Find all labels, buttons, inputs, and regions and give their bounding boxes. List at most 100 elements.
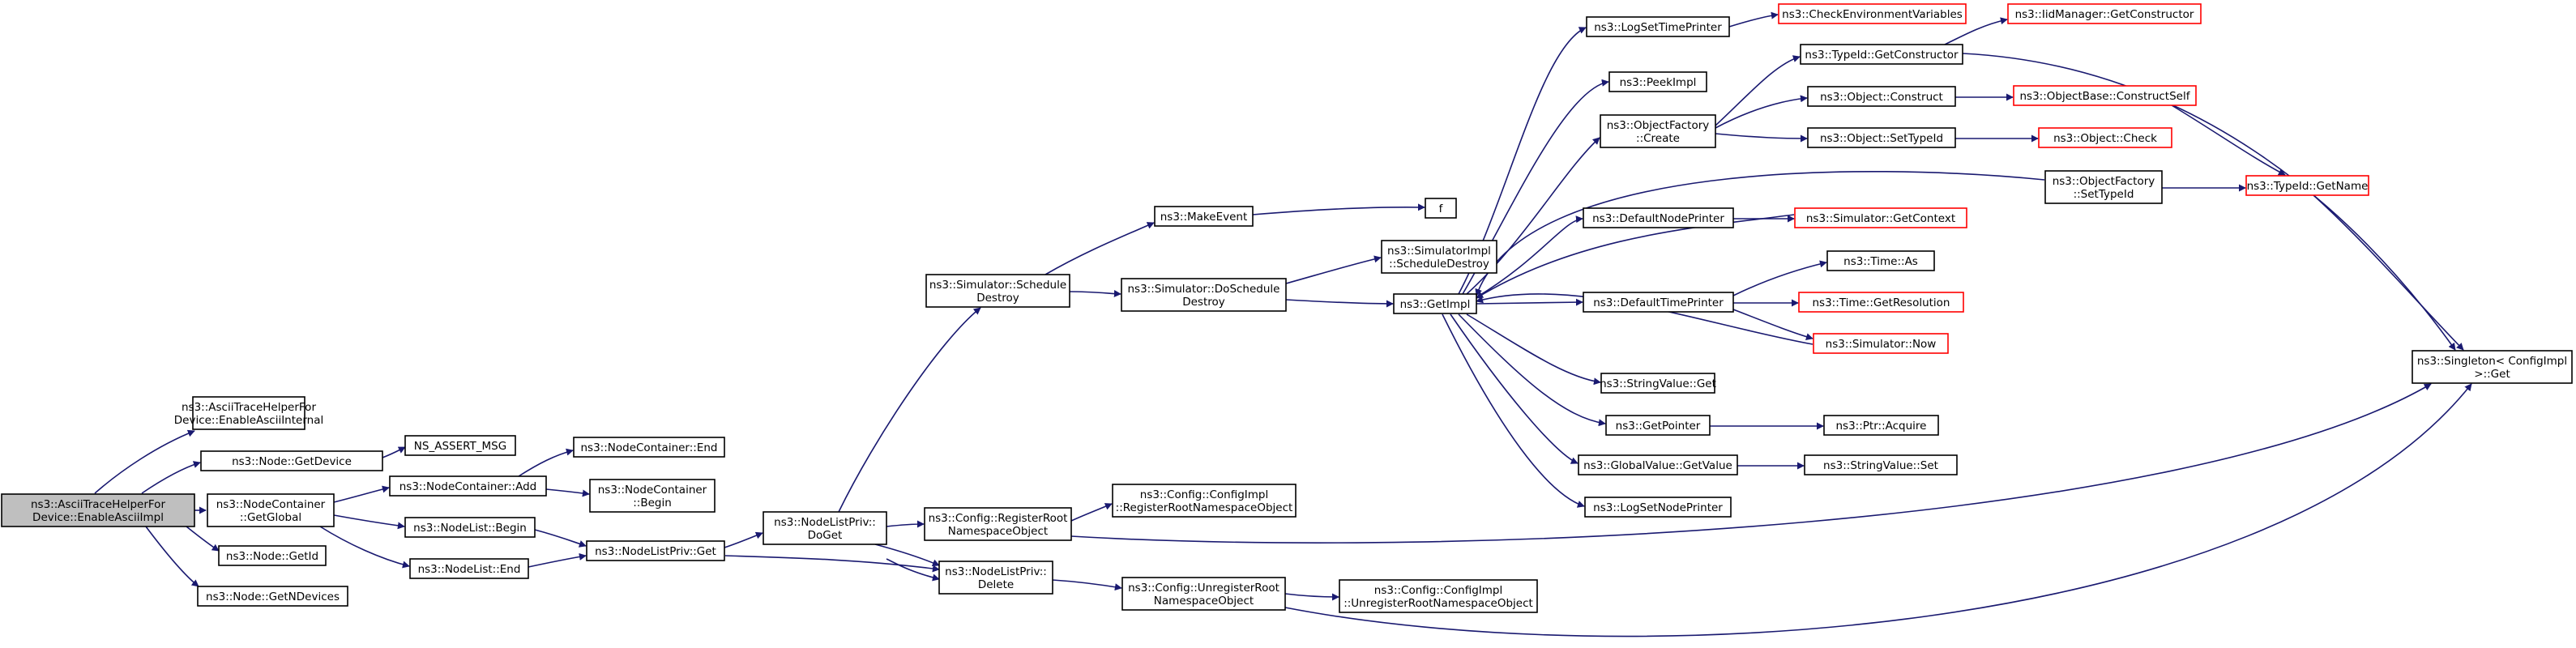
node-label: ::GetGlobal: [240, 511, 301, 524]
edge-cfgreg-singleton: [1070, 383, 2432, 544]
node-box: [404, 435, 516, 456]
node-strset[interactable]: ns3::StringValue::Set: [1804, 454, 1958, 475]
node-ofsettype[interactable]: ns3::ObjectFactory::SetTypeId: [2044, 170, 2163, 204]
node-box: [2038, 127, 2172, 148]
node-nlpdoget[interactable]: ns3::NodeListPriv::DoGet: [763, 511, 887, 545]
node-tidgetctor[interactable]: ns3::TypeId::GetConstructor: [1800, 44, 1963, 65]
node-cfgimplreg[interactable]: ns3::Config::ConfigImpl::RegisterRootNam…: [1112, 484, 1297, 518]
node-simimplsched[interactable]: ns3::SimulatorImpl::ScheduleDestroy: [1381, 240, 1497, 274]
node-label: ns3::Config::RegisterRoot: [929, 512, 1068, 525]
node-timeas[interactable]: ns3::Time::As: [1826, 250, 1935, 271]
node-objconstruct[interactable]: ns3::Object::Construct: [1807, 86, 1956, 107]
edge-ofcreate-objsettype: [1715, 133, 1808, 143]
node-nlpget[interactable]: ns3::NodeListPriv::Get: [586, 540, 725, 561]
node-getpointer[interactable]: ns3::GetPointer: [1605, 415, 1711, 436]
edge-ofcreate-objconstruct: [1715, 95, 1808, 129]
node-getid[interactable]: ns3::Node::GetId: [218, 545, 327, 566]
node-label: ns3::Singleton< ConfigImpl: [2417, 355, 2567, 368]
node-defnode[interactable]: ns3::DefaultNodePrinter: [1583, 207, 1734, 228]
node-box: [197, 586, 348, 607]
node-peekimpl[interactable]: ns3::PeekImpl: [1608, 71, 1707, 92]
node-label: ns3::IidManager::GetConstructor: [2015, 8, 2194, 21]
node-label: ::Create: [1636, 132, 1680, 145]
node-nlbegin[interactable]: ns3::NodeList::Begin: [404, 517, 536, 538]
node-objsettype[interactable]: ns3::Object::SetTypeId: [1807, 127, 1956, 148]
node-box: [2013, 85, 2197, 106]
node-box: [1121, 577, 1286, 611]
node-label: ns3::LogSetNodePrinter: [1593, 501, 1723, 514]
node-box: [200, 450, 383, 471]
node-nlpdelete[interactable]: ns3::NodeListPriv::Delete: [938, 561, 1053, 595]
node-deftime[interactable]: ns3::DefaultTimePrinter: [1583, 292, 1734, 313]
node-label: ns3::ObjectFactory: [1607, 119, 1710, 132]
edge-ncglobal-ncadd: [333, 485, 390, 503]
node-getndev[interactable]: ns3::Node::GetNDevices: [197, 586, 348, 607]
node-objbaseself[interactable]: ns3::ObjectBase::ConstructSelf: [2013, 85, 2197, 106]
node-label: ns3::SimulatorImpl: [1387, 245, 1491, 258]
node-box: [1583, 207, 1734, 228]
node-box: [1578, 454, 1738, 475]
node-f[interactable]: f: [1425, 198, 1457, 219]
node-label: ns3::NodeList::Begin: [413, 522, 527, 535]
node-logsettime[interactable]: ns3::LogSetTimePrinter: [1586, 16, 1730, 37]
node-label: ns3::ObjectBase::ConstructSelf: [2020, 90, 2191, 103]
edge-doget-simsched: [838, 307, 981, 513]
node-box: [1794, 207, 1967, 228]
node-makeevent[interactable]: ns3::MakeEvent: [1154, 206, 1254, 227]
node-simnow[interactable]: ns3::Simulator::Now: [1813, 333, 1949, 354]
node-box: [1584, 497, 1732, 518]
node-ncbegin[interactable]: ns3::NodeContainer::Begin: [589, 479, 716, 513]
node-label: ns3::NodeContainer::End: [581, 441, 718, 454]
node-box: [207, 493, 335, 527]
node-label: NamespaceObject: [1154, 595, 1254, 608]
node-gvget[interactable]: ns3::GlobalValue::GetValue: [1578, 454, 1738, 475]
node-ncglobal[interactable]: ns3::NodeContainer::GetGlobal: [207, 493, 335, 527]
node-getdevice[interactable]: ns3::Node::GetDevice: [200, 450, 383, 471]
node-simsched[interactable]: ns3::Simulator::ScheduleDestroy: [925, 274, 1070, 308]
node-box: [1778, 3, 1967, 24]
node-singleton[interactable]: ns3::Singleton< ConfigImpl >::Get: [2412, 350, 2573, 384]
node-ati[interactable]: ns3::AsciiTraceHelperForDevice::EnableAs…: [174, 396, 323, 430]
node-box: [1608, 71, 1707, 92]
node-label: ns3::NodeList::End: [418, 563, 521, 576]
node-iidmgr[interactable]: ns3::IidManager::GetConstructor: [2007, 3, 2202, 24]
node-ncadd[interactable]: ns3::NodeContainer::Add: [389, 475, 547, 497]
node-cfgunreg[interactable]: ns3::Config::UnregisterRootNamespaceObje…: [1121, 577, 1286, 611]
node-simgetctx[interactable]: ns3::Simulator::GetContext: [1794, 207, 1967, 228]
edge-doget-delete: [874, 544, 940, 567]
node-box: [2245, 175, 2369, 196]
node-label: >::Get: [2474, 368, 2510, 381]
node-box: [1813, 333, 1949, 354]
node-strget[interactable]: ns3::StringValue::Get: [1600, 373, 1716, 394]
node-checkenv[interactable]: ns3::CheckEnvironmentVariables: [1778, 3, 1967, 24]
edge-deftime-simnow: [1732, 309, 1813, 341]
node-assert[interactable]: NS_ASSERT_MSG: [404, 435, 516, 456]
node-label: ns3::GetImpl: [1400, 298, 1471, 311]
node-objcheck[interactable]: ns3::Object::Check: [2038, 127, 2172, 148]
node-cfgreg[interactable]: ns3::Config::RegisterRootNamespaceObject: [924, 507, 1072, 541]
node-label: ns3::CheckEnvironmentVariables: [1782, 8, 1963, 21]
node-label: ns3::Simulator::Schedule: [929, 279, 1066, 292]
node-label: ns3::DefaultTimePrinter: [1593, 296, 1724, 309]
node-ncend[interactable]: ns3::NodeContainer::End: [573, 437, 725, 458]
node-nlend[interactable]: ns3::NodeList::End: [409, 558, 529, 579]
node-ofcreate[interactable]: ns3::ObjectFactory::Create: [1600, 114, 1716, 148]
edge-root-getdevice: [141, 461, 201, 494]
node-cfgimplunreg[interactable]: ns3::Config::ConfigImpl::UnregisterRootN…: [1339, 579, 1538, 613]
node-box: [1600, 114, 1716, 148]
edge-cfgunreg-cfgimplunreg: [1284, 593, 1339, 601]
node-label: ns3::StringValue::Set: [1823, 459, 1938, 472]
node-root[interactable]: ns3::AsciiTraceHelperForDevice::EnableAs…: [1, 493, 195, 527]
node-box: [1154, 206, 1254, 227]
node-label: ns3::Object::Construct: [1820, 91, 1943, 104]
node-label: ns3::NodeContainer: [598, 484, 707, 497]
node-logsetnode[interactable]: ns3::LogSetNodePrinter: [1584, 497, 1732, 518]
node-ptracq[interactable]: ns3::Ptr::Acquire: [1823, 415, 1939, 436]
node-tidgetname[interactable]: ns3::TypeId::GetName: [2245, 175, 2369, 196]
node-box: [404, 517, 536, 538]
node-getimpl[interactable]: ns3::GetImpl: [1393, 293, 1477, 314]
node-timeres[interactable]: ns3::Time::GetResolution: [1798, 292, 1964, 313]
node-box: [1425, 198, 1457, 219]
